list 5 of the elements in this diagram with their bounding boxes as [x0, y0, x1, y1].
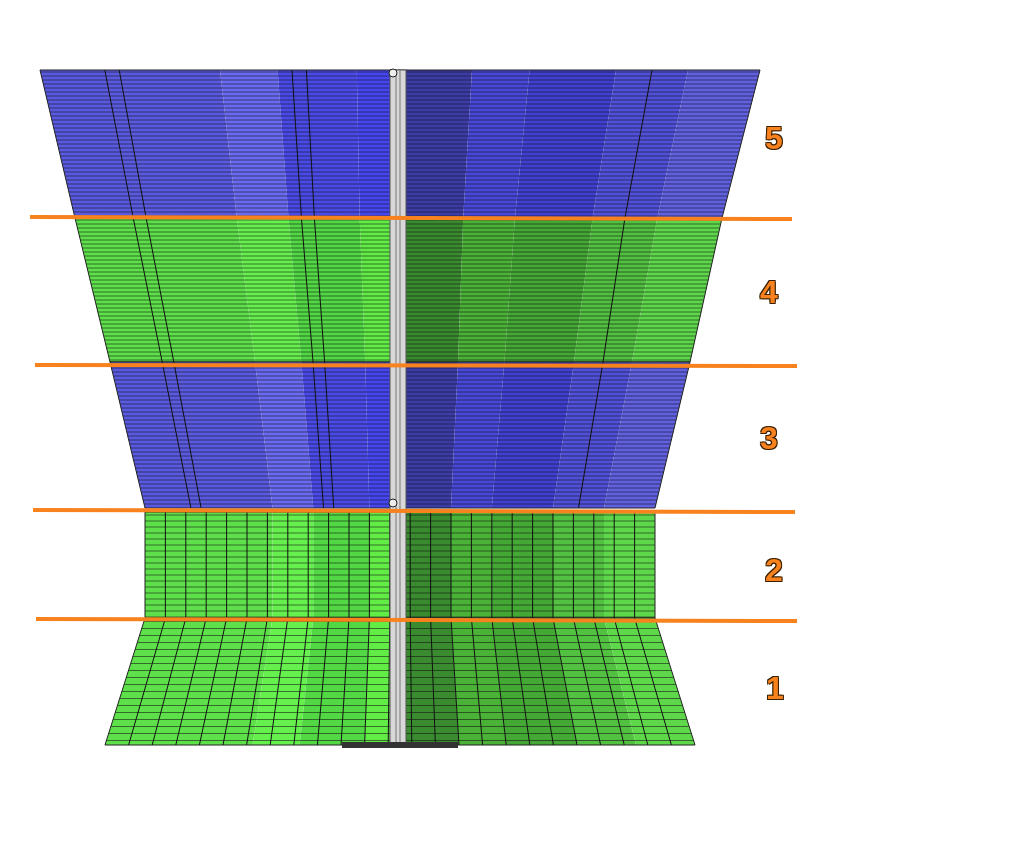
zone-number: 2	[765, 554, 783, 586]
zone-number: 4	[760, 276, 778, 308]
zone-number: 3	[760, 422, 778, 454]
zone-number: 5	[765, 122, 783, 154]
zone-number: 1	[766, 672, 784, 704]
